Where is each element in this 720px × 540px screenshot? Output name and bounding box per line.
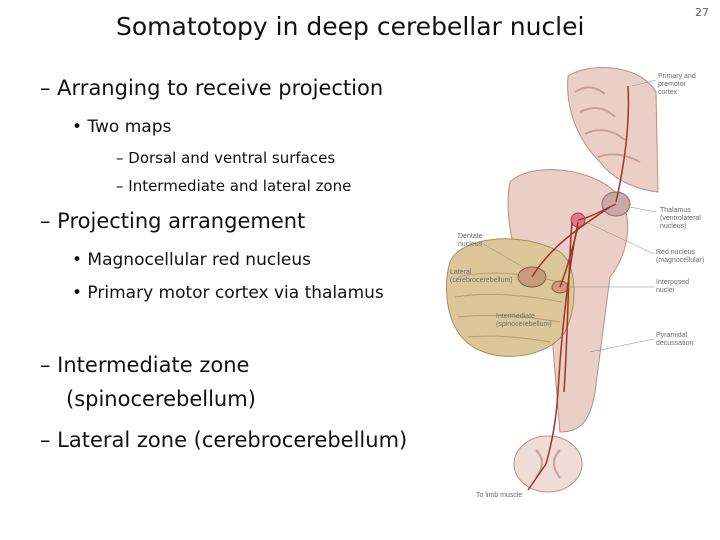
label-pyramidal-2: decussation <box>656 340 693 347</box>
label-thalamus-1: Thalamus <box>660 207 691 214</box>
label-intermediate-1: Intermediate <box>496 313 535 320</box>
label-cortex-2: premotor <box>658 81 687 88</box>
bullet-dorsal-ventral: – Dorsal and ventral surfaces <box>116 149 336 167</box>
label-interposed-1: Interposed <box>656 279 689 286</box>
page-number: 27 <box>695 6 709 19</box>
label-cortex-1: Primary and <box>658 73 696 80</box>
bullet-projecting: – Projecting arrangement <box>40 209 306 233</box>
spinal-cord <box>513 435 583 493</box>
cerebellum-shape <box>446 238 575 357</box>
label-intermediate-2: (spinocerebellum) <box>496 321 552 328</box>
label-red-1: Red nucleus <box>656 249 695 256</box>
cerebellar-pathway-figure: Primary and premotor cortex Thalamus (ve… <box>446 67 704 499</box>
bullet-red-nucleus: • Magnocellular red nucleus <box>72 250 312 270</box>
label-limb-muscle: To limb muscle <box>476 492 522 499</box>
label-lateral-2: (cerebrocerebellum) <box>450 277 513 284</box>
label-cortex-3: cortex <box>658 89 678 96</box>
slide-title: Somatotopy in deep cerebellar nuclei <box>116 12 585 41</box>
label-thalamus-2: (ventrolateral <box>660 215 701 222</box>
label-lateral-1: Lateral <box>450 269 472 276</box>
bullet-spinocerebellum: (spinocerebellum) <box>66 387 256 411</box>
cortex-shape <box>567 67 659 193</box>
pathway-lines <box>527 85 630 491</box>
label-red-2: (magnocellular) <box>656 257 704 264</box>
bullet-lateral-zone: – Lateral zone (cerebrocerebellum) <box>40 428 408 452</box>
bullet-arranging: – Arranging to receive projection <box>40 76 384 100</box>
label-pyramidal-1: Pyramidal <box>656 332 688 339</box>
label-thalamus-3: nucleus) <box>660 223 686 230</box>
bullet-intermediate-lateral: – Intermediate and lateral zone <box>116 177 352 195</box>
bullet-two-maps: • Two maps <box>72 117 172 137</box>
label-dentate-1: Dentate <box>458 233 483 240</box>
label-dentate-2: nucleus <box>458 241 483 248</box>
label-interposed-2: nuclei <box>656 287 675 294</box>
bullet-motor-cortex: • Primary motor cortex via thalamus <box>72 283 384 303</box>
bullet-intermediate-zone: – Intermediate zone <box>40 353 250 377</box>
